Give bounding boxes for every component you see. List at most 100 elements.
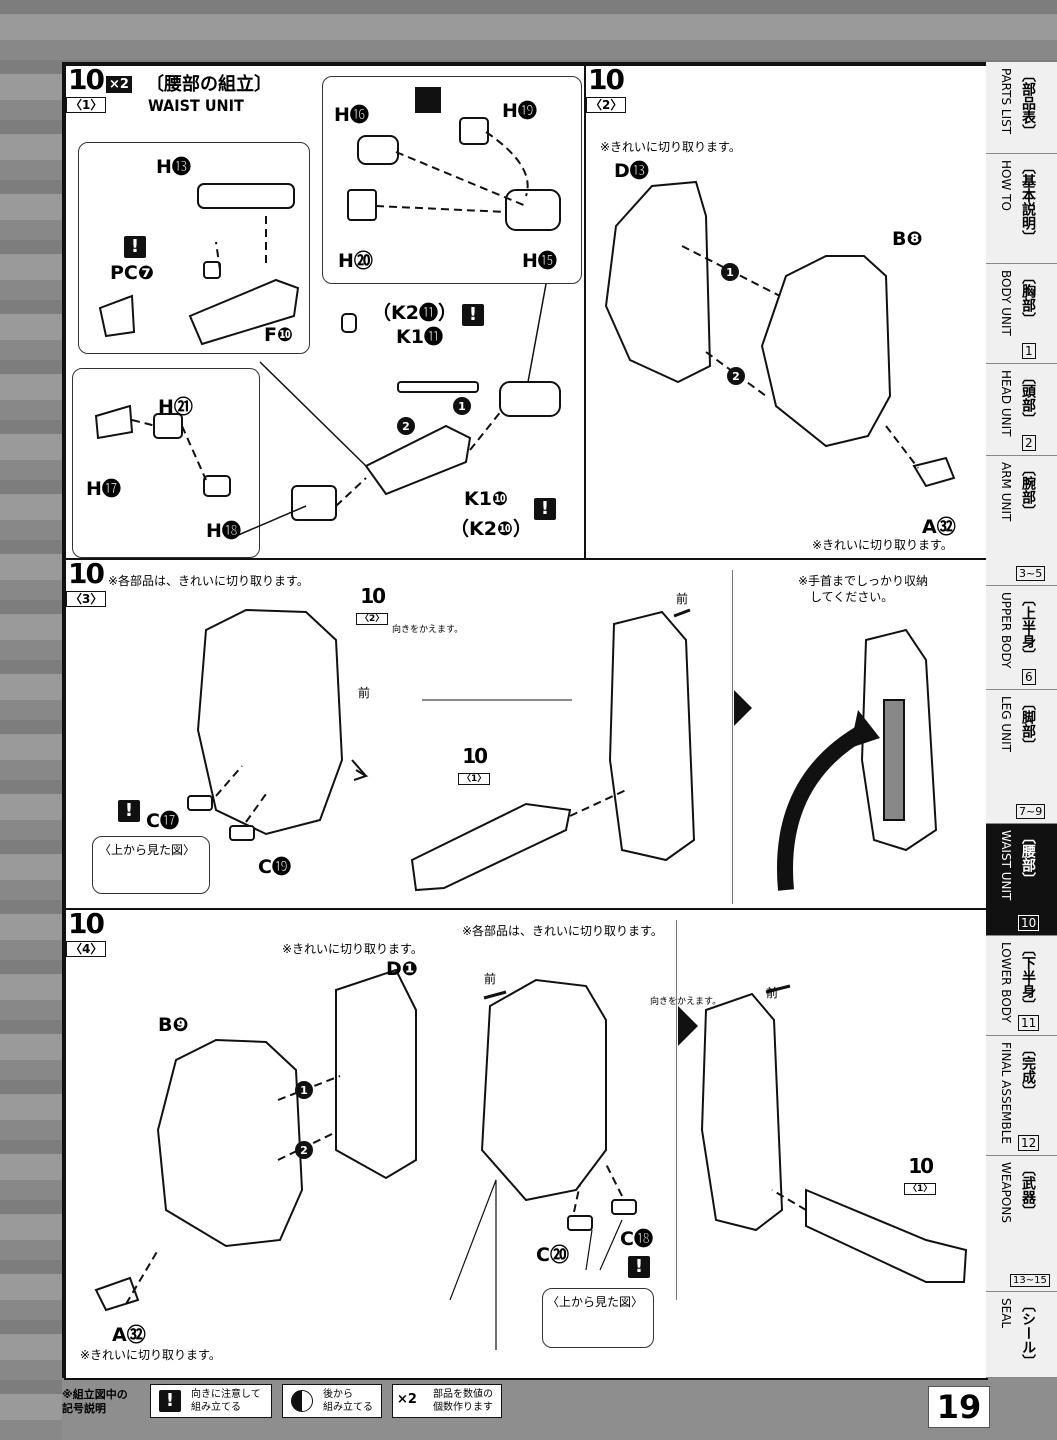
legend-later-assembly: 後から組み立てる <box>282 1384 382 1418</box>
detail-box-h15 <box>322 76 582 284</box>
legend-text-line: 部品を数値の <box>433 1389 493 1400</box>
tab-label-jp: 〔脚部〕 <box>1020 696 1036 752</box>
ref-step-number: 10 <box>360 584 386 608</box>
tab-label-en: HOW TO <box>999 160 1013 211</box>
tab-label-jp: 〔基本説明〕 <box>1020 160 1036 244</box>
legend-text: 向きに注意して組み立てる <box>191 1388 261 1414</box>
sub-step: 〈4〉 <box>66 941 107 957</box>
warning-icon: ! <box>534 498 556 520</box>
tab-label-en: SEAL <box>999 1298 1013 1329</box>
store-note: してください。 <box>810 590 894 604</box>
label-h18: H⓲ <box>206 520 241 542</box>
waist-unit-drawing: 21 <box>94 87 561 537</box>
turn-note: 向きをかえます。 <box>650 997 722 1007</box>
label-h15: H⓯ <box>522 250 557 272</box>
tab-label-en: PARTS LIST <box>999 68 1013 135</box>
symbol-legend: ※組立図中の記号説明 ! 向きに注意して組み立てる 後から組み立てる ×2 部品… <box>62 1382 842 1422</box>
label-a32: A㉜ <box>112 1324 146 1346</box>
cut-note: ※各部品は、きれいに切り取ります。 <box>108 574 309 588</box>
step-10-4-panel: 10 〈4〉 ※きれいに切り取ります。 ※各部品は、きれいに切り取ります。 <box>64 908 988 1380</box>
label-b9: B❾ <box>158 1014 189 1036</box>
front-label: 前 <box>766 986 779 1000</box>
tab-label-jp: 〔腰部〕 <box>1020 830 1036 886</box>
label-h20: H⑳ <box>338 250 373 272</box>
warning-icon: ! <box>462 304 484 326</box>
legend-text: 部品を数値の個数作ります <box>433 1388 493 1414</box>
tab-label-jp: 〔武器〕 <box>1020 1162 1036 1218</box>
label-h16: H⓰ <box>334 104 369 126</box>
tab-label-en: LOWER BODY <box>999 942 1013 1023</box>
tab-label-en: WAIST UNIT <box>999 830 1013 901</box>
label-d1: D❶ <box>386 958 418 980</box>
step-badge: 10 〈4〉 <box>66 910 107 957</box>
svg-text:2: 2 <box>402 420 410 433</box>
label-k2-10: （K2❿） <box>450 518 533 540</box>
step-10-3-panel: 10 〈3〉 ※各部品は、きれいに切り取ります。 <box>64 558 988 910</box>
sidebar-tab-seal[interactable]: 〔シール〕SEAL <box>986 1292 1057 1378</box>
tab-label-jp: 〔腕部〕 <box>1020 462 1036 518</box>
ref-step-badge: 10 〈1〉 <box>458 744 491 785</box>
label-c17: C⓱ <box>146 810 179 832</box>
cut-note: ※きれいに切り取ります。 <box>80 1348 221 1362</box>
sub-step: 〈1〉 <box>66 97 107 113</box>
waist-armor-4-drawing: 12 <box>94 968 968 1350</box>
half-circle-icon <box>291 1390 313 1412</box>
tab-number: 2 <box>1022 435 1036 451</box>
cut-note: ※きれいに切り取ります。 <box>282 942 423 956</box>
page-number: 19 <box>928 1386 990 1428</box>
cut-note: ※各部品は、きれいに切り取ります。 <box>462 924 663 938</box>
tab-label-jp: 〔部品表〕 <box>1020 68 1036 138</box>
tab-label-en: FINAL ASSEMBLE <box>999 1042 1013 1145</box>
sub-step: 〈2〉 <box>586 97 627 113</box>
section-sidebar: 〔部品表〕 PARTS LIST 〔基本説明〕 HOW TO 〔胸部〕 BODY UN… <box>986 62 1057 1378</box>
divider-line <box>676 920 677 1300</box>
label-k1-10: K1❿ <box>464 488 509 510</box>
ref-step-badge: 10 〈2〉 <box>356 584 389 625</box>
ref-sub-step: 〈2〉 <box>356 613 389 625</box>
tab-label-en: UPPER BODY <box>999 592 1013 669</box>
front-label: 前 <box>484 972 497 986</box>
tab-number: 3~5 <box>1016 566 1046 581</box>
warning-icon: ! <box>628 1256 650 1278</box>
legend-text-line: 向きに注意して <box>191 1389 261 1400</box>
label-h21: H㉑ <box>158 396 193 418</box>
tab-label-en: BODY UNIT <box>999 270 1013 336</box>
tab-label-jp: 〔胸部〕 <box>1020 270 1036 326</box>
detail-box-h21 <box>72 368 260 558</box>
svg-text:1: 1 <box>726 266 734 279</box>
ref-step-number: 10 <box>908 1154 934 1178</box>
legend-multiple: ×2 部品を数値の個数作ります <box>392 1384 502 1418</box>
background-strip-top <box>0 0 1057 62</box>
svg-text:1: 1 <box>300 1084 308 1097</box>
legend-text-line: 後から <box>323 1389 353 1400</box>
warning-icon: ! <box>124 236 146 258</box>
front-label: 前 <box>358 686 371 700</box>
step-10-1-panel: 10 〈1〉 ×2 〔腰部の組立〕 WAIST UNIT <box>64 64 586 560</box>
x2-icon: ×2 <box>397 1392 417 1407</box>
label-k2-11: （K2⓫） <box>372 302 457 324</box>
label-d13: D⓭ <box>614 160 649 182</box>
sidebar-tab-parts-list[interactable]: 〔部品表〕 PARTS LIST <box>986 62 1057 154</box>
sidebar-tab-how-to[interactable]: 〔基本説明〕 HOW TO <box>986 154 1057 264</box>
top-view-box: 〈上から見た図〉 <box>542 1288 654 1348</box>
step-badge: 10 〈2〉 <box>586 66 627 113</box>
tab-number: 7~9 <box>1016 804 1046 819</box>
step-title-en: WAIST UNIT <box>148 96 244 115</box>
ref-step-number: 10 <box>462 744 488 768</box>
turn-note: 向きをかえます。 <box>392 625 464 635</box>
legend-text: 後から組み立てる <box>323 1388 373 1414</box>
ref-sub-step: 〈1〉 <box>904 1183 937 1195</box>
step-badge: 10 〈1〉 <box>66 66 107 113</box>
legend-title: ※組立図中の記号説明 <box>62 1388 128 1416</box>
legend-orientation: ! 向きに注意して組み立てる <box>150 1384 272 1418</box>
legend-text-line: 個数作ります <box>433 1402 493 1413</box>
